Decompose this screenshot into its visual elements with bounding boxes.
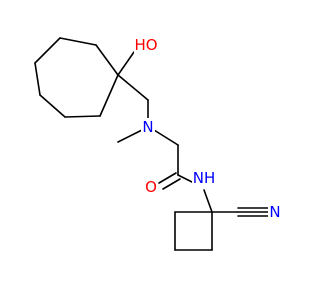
cyclobutane-ring [174, 211, 213, 251]
hydroxyl-label-bg [134, 36, 158, 54]
molecule-structure: HO N O NH N [34, 36, 282, 251]
bond [39, 94, 66, 118]
nitrile-nitrogen-label: N [269, 203, 280, 221]
bond [59, 37, 97, 46]
bond [95, 44, 119, 76]
carbonyl-oxygen-label-bg [144, 178, 158, 196]
bond-carbonyl-double-a [158, 172, 177, 184]
bond-nh-ring [203, 189, 213, 213]
bond [99, 74, 119, 117]
amide-nh-label: NH [193, 169, 216, 187]
bond [34, 37, 61, 64]
nitrile-triple-bond [237, 207, 269, 217]
bond [64, 115, 101, 118]
bond-c-oh [117, 51, 135, 76]
bond-carbonyl-double-b [162, 178, 181, 190]
amide-nh-label-bg [192, 169, 216, 187]
carbonyl-oxygen-label: O [145, 178, 157, 196]
cycloheptane-ring [34, 37, 119, 118]
bond [34, 62, 41, 96]
amine-nitrogen-label: N [142, 118, 153, 136]
hydroxyl-label: HO [134, 36, 157, 54]
nitrile-nitrogen-label-bg [268, 203, 282, 221]
bond-n-methyl [117, 129, 143, 143]
bond-ring-ch2 [117, 74, 149, 101]
amine-nitrogen-label-bg [141, 118, 155, 136]
bond-n-ch2 [153, 129, 179, 146]
